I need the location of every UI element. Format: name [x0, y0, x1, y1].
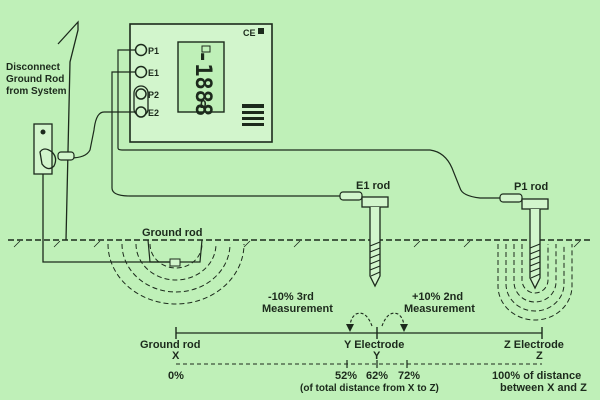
hundred-pct-label-1: 100% of distance — [492, 370, 581, 382]
earth-tester-meter: CE -1888 Ω P1 E1 P2 E2 — [129, 23, 273, 143]
p1-rod-handle — [521, 198, 549, 210]
pct-72-label: 72% — [398, 370, 420, 382]
meter-plate-4 — [242, 123, 264, 126]
disconnect-assembly — [33, 20, 170, 263]
e1-rod-connector — [339, 191, 363, 201]
disconnect-label-3: from System — [6, 86, 67, 97]
p1-rod-shaft — [529, 209, 541, 290]
p1-rod-label: P1 rod — [514, 181, 548, 193]
p1-rod-connector — [499, 193, 523, 203]
e1-rod-handle — [361, 196, 389, 208]
p1-rod-resistance-area — [497, 244, 573, 321]
axis-ground-rod-label: Ground rod — [140, 339, 201, 351]
ground-rod-x — [107, 239, 245, 305]
terminal-e1[interactable] — [134, 65, 148, 79]
meter-display-value: -1888 — [190, 50, 215, 116]
meter-plate-3 — [242, 117, 264, 120]
axis-y-electrode-label: Y Electrode — [344, 339, 404, 351]
of-total-distance-label: (of total distance from X to Z) — [300, 383, 439, 394]
minus10-arrow — [349, 312, 373, 329]
axis-z-letter: Z — [536, 350, 543, 362]
ground-rod-resistance-area — [107, 243, 245, 305]
ground-rod-head — [169, 258, 181, 267]
pct-0-label: 0% — [168, 370, 184, 382]
plus10-label-1: +10% 2nd — [412, 291, 463, 303]
terminal-e1-label: E1 — [148, 68, 159, 78]
e1-rod-thread — [369, 241, 381, 277]
ground-rod-top-label: Ground rod — [142, 227, 203, 239]
p1-rod-thread — [529, 243, 541, 279]
terminal-p2[interactable] — [135, 88, 147, 100]
ground-rod-conductor — [42, 240, 170, 263]
ce-mark: CE — [243, 28, 256, 38]
battery-icon — [201, 45, 211, 53]
minus10-label-2: Measurement — [262, 303, 333, 315]
plus10-label-2: Measurement — [404, 303, 475, 315]
meter-indicator-square — [258, 28, 264, 34]
terminal-p1[interactable] — [134, 43, 148, 57]
pct-62-label: 62% — [366, 370, 388, 382]
terminal-e2[interactable] — [135, 106, 147, 118]
terminal-e2-label: E2 — [148, 108, 159, 118]
minus10-label-1: -10% 3rd — [268, 291, 314, 303]
e2-lead — [69, 111, 136, 159]
minus10-arrowhead — [346, 324, 354, 332]
p1-lead — [117, 49, 500, 199]
p1-rod — [497, 193, 573, 321]
pct-52-label: 52% — [335, 370, 357, 382]
soil-hatching — [13, 240, 581, 248]
axis-x-letter: X — [172, 350, 180, 362]
axis-y-letter: Y — [373, 350, 381, 362]
test-leads — [69, 49, 500, 199]
e1-lead — [111, 71, 340, 197]
bus-bolt — [40, 129, 46, 135]
meter-display — [177, 41, 225, 113]
disconnect-label-1: Disconnect — [6, 62, 61, 73]
ohm-icon: Ω — [200, 98, 207, 111]
meter-plate-1 — [242, 104, 264, 108]
terminal-p1-label: P1 — [148, 46, 159, 56]
terminal-p2-label: P2 — [148, 90, 159, 100]
hundred-pct-label-2: between X and Z — [500, 382, 587, 394]
plus10-arrow — [381, 312, 405, 329]
e1-rod-label: E1 rod — [356, 180, 390, 192]
e1-rod — [339, 191, 389, 288]
system-conductor — [57, 20, 79, 241]
measurement-arrows — [349, 312, 405, 329]
axis-z-electrode-label: Z Electrode — [504, 339, 564, 351]
alligator-clamp — [39, 148, 57, 170]
plus10-arrowhead — [400, 324, 408, 332]
disconnect-label-2: Ground Rod — [6, 74, 64, 85]
e1-rod-shaft — [369, 207, 381, 288]
meter-plate-2 — [242, 111, 264, 114]
clamp-connector — [57, 151, 75, 161]
